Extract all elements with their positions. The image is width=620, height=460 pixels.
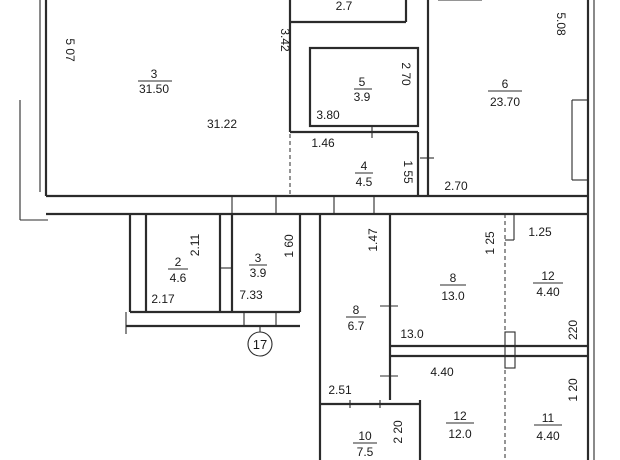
dim-440: 4.40 bbox=[430, 365, 454, 379]
room-area: 4.6 bbox=[170, 271, 187, 285]
room-area: 6.7 bbox=[348, 319, 365, 333]
room-3-small: 3 3.9 bbox=[249, 251, 267, 280]
room-8-hall: 8 6.7 bbox=[346, 303, 366, 333]
room-11: 11 4.40 bbox=[534, 411, 562, 443]
room-10: 10 7.5 bbox=[353, 429, 377, 459]
room-number: 3 bbox=[255, 251, 262, 265]
room-8: 8 13.0 bbox=[440, 271, 466, 303]
dim-160: 1 60 bbox=[282, 234, 296, 258]
dim-733: 7.33 bbox=[239, 288, 263, 302]
room-area: 3.9 bbox=[354, 90, 371, 104]
walls bbox=[19, 0, 595, 460]
dim-147: 1.47 bbox=[366, 228, 380, 252]
room-12-lower: 12 12.0 bbox=[446, 409, 474, 441]
dim-217: 2.17 bbox=[151, 292, 175, 306]
room-area: 23.70 bbox=[490, 95, 520, 109]
dim-270-v: 2 70 bbox=[399, 62, 413, 86]
room-area: 12.0 bbox=[448, 427, 472, 441]
dim-220-v: 220 bbox=[566, 320, 580, 340]
dimension-labels: 5 07 3.42 31.22 2 70 3.80 1.46 1 55 2.70… bbox=[63, 12, 580, 443]
room-number: 2 bbox=[175, 255, 182, 269]
dim-125-h: 1.25 bbox=[528, 225, 552, 239]
room-12-upper: 12 4.40 bbox=[533, 269, 563, 299]
room-number: 4 bbox=[361, 159, 368, 173]
room-top-partial-area: 2.7 bbox=[336, 0, 353, 13]
room-3-main: 3 31.50 bbox=[138, 67, 172, 96]
room-labels: 2.7 3 31.50 5 3.9 6 23.70 4 4.5 2 4.6 bbox=[138, 0, 563, 459]
dim-155: 1 55 bbox=[401, 160, 415, 184]
room-area: 13.0 bbox=[441, 289, 465, 303]
room-5: 5 3.9 bbox=[354, 75, 372, 104]
room-number: 11 bbox=[542, 411, 555, 425]
room-area: 3.9 bbox=[250, 266, 267, 280]
room-number: 5 bbox=[359, 75, 366, 89]
dim-120: 1 20 bbox=[566, 378, 580, 402]
dim-3122: 31.22 bbox=[207, 117, 237, 131]
room-area: 31.50 bbox=[139, 82, 169, 96]
room-6: 6 23.70 bbox=[488, 77, 522, 109]
room-area: 4.5 bbox=[356, 175, 373, 189]
room-number: 8 bbox=[450, 271, 457, 285]
room-number: 8 bbox=[353, 303, 360, 317]
dim-146: 1.46 bbox=[311, 136, 335, 150]
room-number: 3 bbox=[151, 67, 158, 81]
dim-342: 3.42 bbox=[278, 28, 292, 52]
dim-507: 5 07 bbox=[63, 38, 77, 62]
room-number: 12 bbox=[541, 269, 555, 283]
dim-270-h: 2.70 bbox=[444, 179, 468, 193]
dim-380: 3.80 bbox=[316, 108, 340, 122]
circle-marker: 17 bbox=[247, 326, 273, 357]
dim-211: 2.11 bbox=[188, 233, 202, 256]
dim-251: 2.51 bbox=[328, 383, 352, 397]
room-2: 2 4.6 bbox=[168, 255, 188, 285]
room-number: 6 bbox=[502, 77, 509, 91]
marker-label: 17 bbox=[253, 337, 267, 352]
room-4: 4 4.5 bbox=[355, 159, 373, 189]
dim-125-v: 1 25 bbox=[483, 231, 497, 255]
room-number: 12 bbox=[453, 409, 467, 423]
dim-130: 13.0 bbox=[400, 327, 424, 341]
dim-508: 5.08 bbox=[554, 12, 568, 36]
room-number: 10 bbox=[358, 429, 372, 443]
room-area: 7.5 bbox=[357, 445, 374, 459]
room-area: 4.40 bbox=[536, 429, 560, 443]
dim-220-l: 2 20 bbox=[391, 420, 405, 444]
room-area: 4.40 bbox=[536, 285, 560, 299]
